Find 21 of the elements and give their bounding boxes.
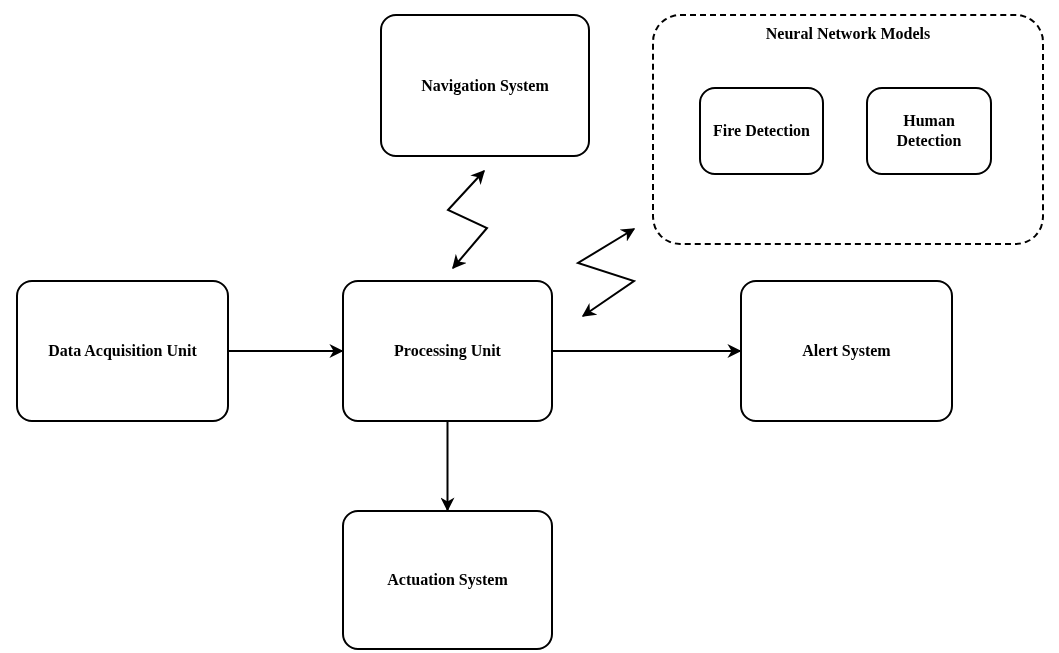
box-label: Alert System: [802, 341, 891, 361]
group-box: [652, 14, 1044, 245]
box-label: Processing Unit: [394, 341, 501, 361]
wireless-link-arrow: [446, 169, 489, 270]
process-box: [342, 280, 553, 422]
wireless-link-arrow: [575, 228, 637, 317]
box-label: Navigation System: [421, 75, 549, 96]
process-box: [740, 280, 953, 422]
arrow: [228, 344, 344, 358]
group-title: Neural Network Models: [764, 24, 932, 44]
process-box: [342, 510, 553, 650]
box-label: Actuation System: [387, 570, 508, 590]
process-box: [16, 280, 229, 422]
process-box: [866, 87, 992, 175]
box-label: Fire Detection: [713, 121, 810, 141]
process-box: [699, 87, 824, 175]
arrow: [552, 344, 742, 358]
box-label: Human Detection: [895, 111, 963, 151]
arrow: [440, 421, 455, 512]
box-label: Data Acquisition Unit: [48, 341, 197, 361]
process-box: [380, 14, 590, 157]
